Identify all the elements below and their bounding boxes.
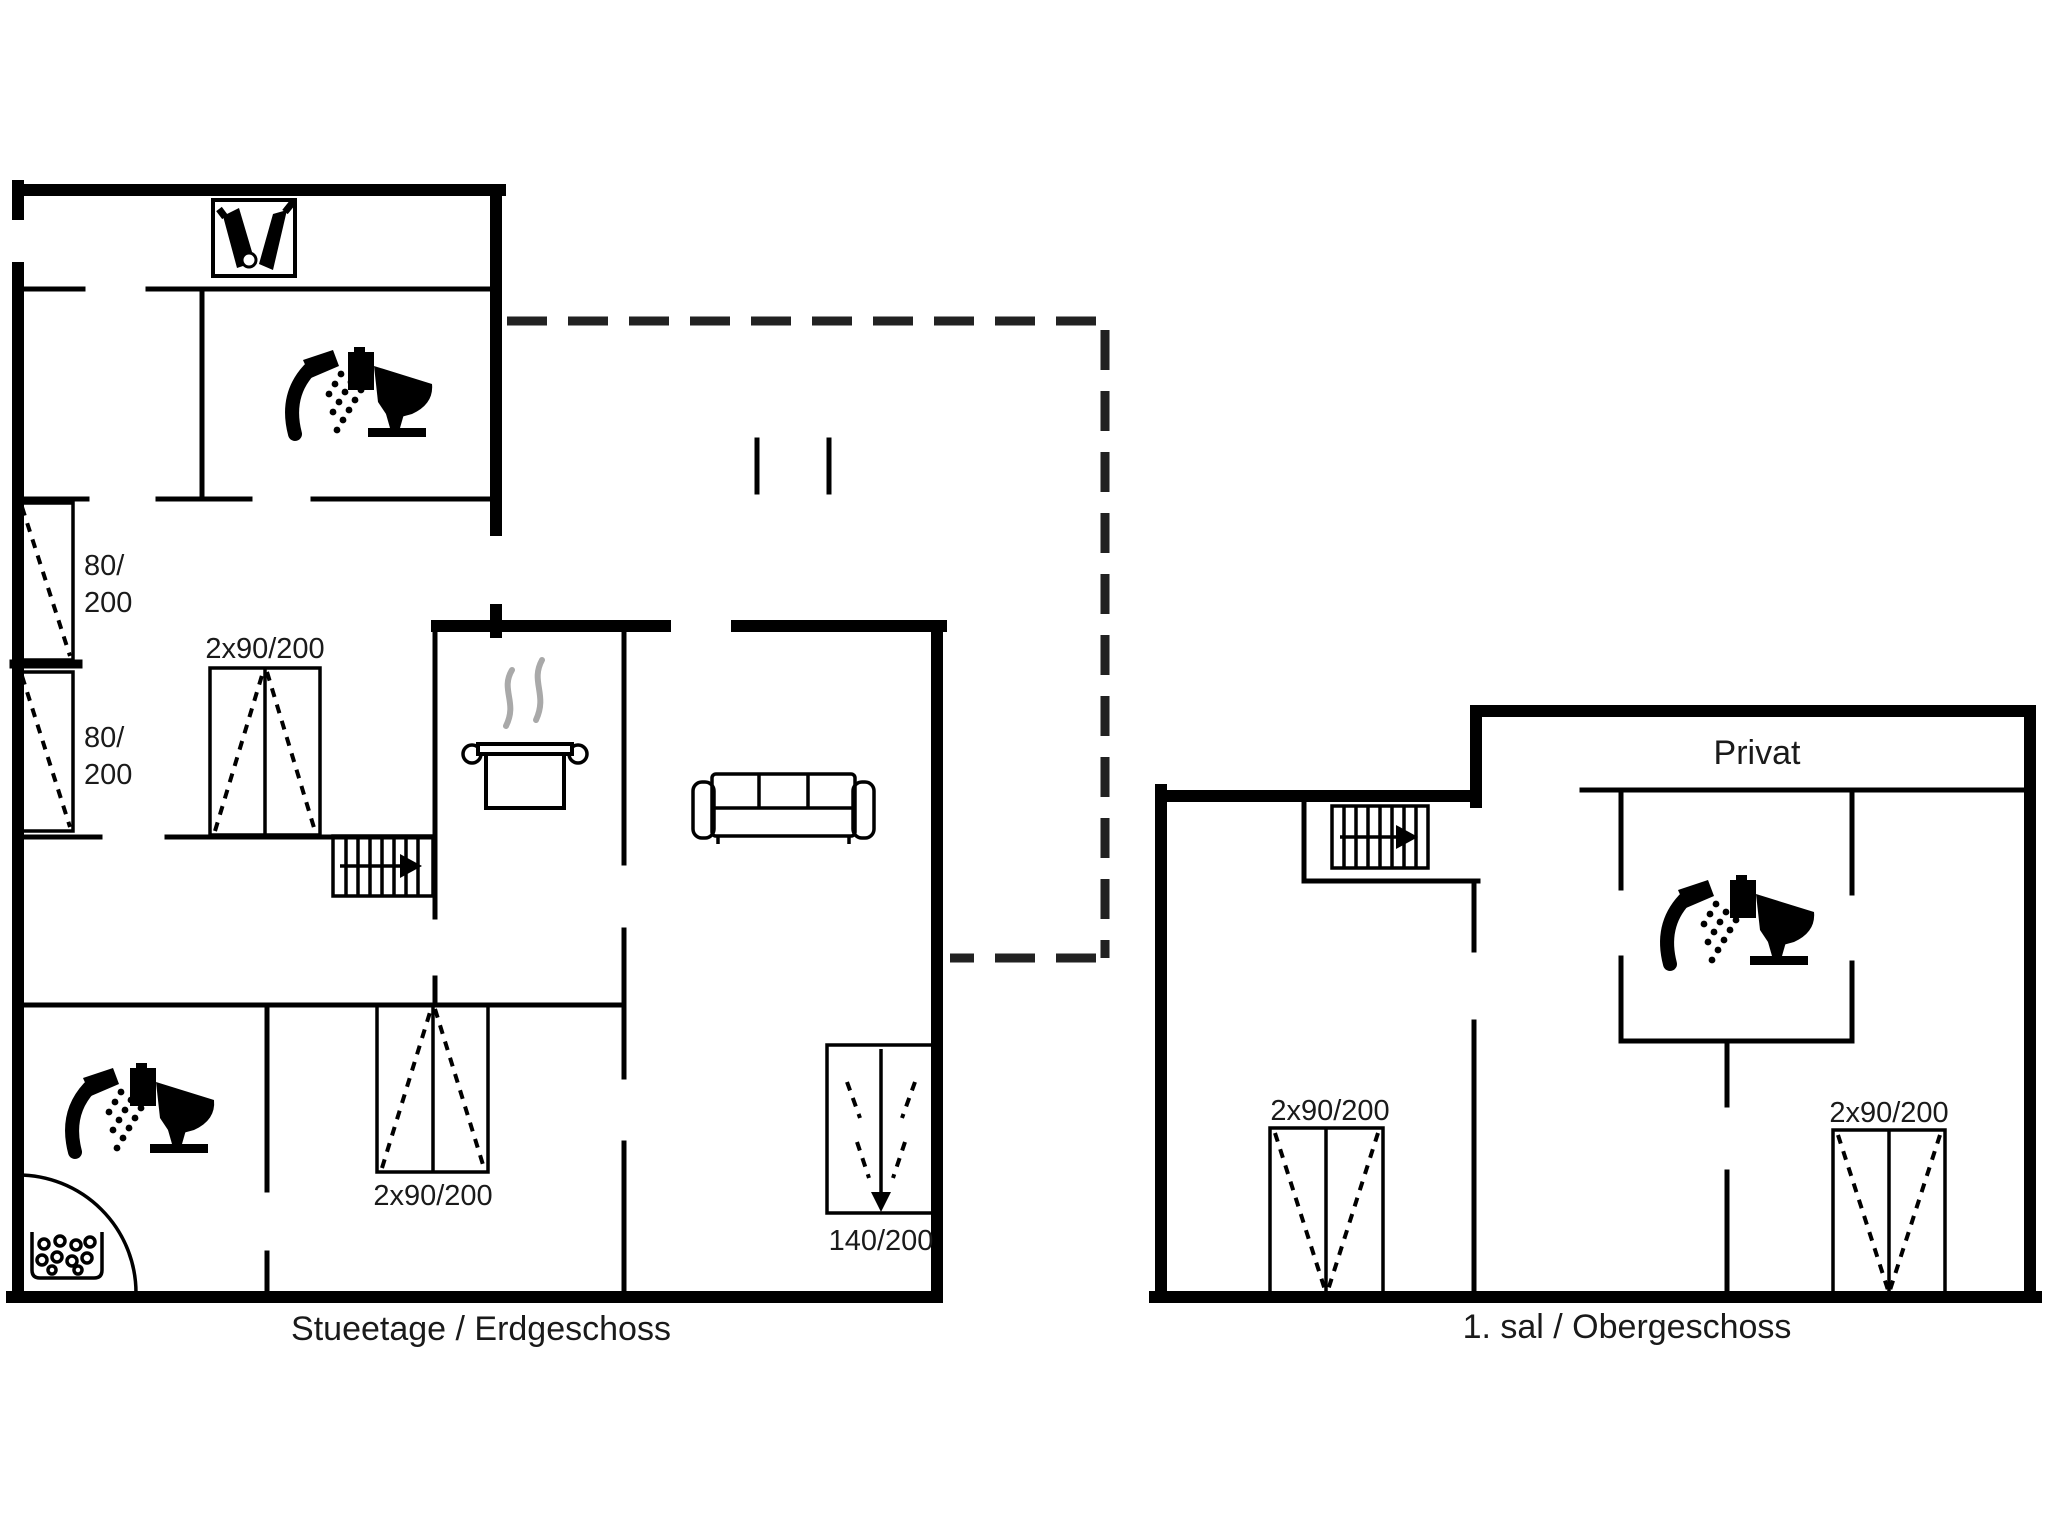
stairs-up-icon — [1330, 804, 1430, 870]
door-80x200-upper-height-label: 200 — [84, 587, 132, 619]
ground-floor-title: Stueetage / Erdgeschoss — [291, 1310, 671, 1348]
upper-interior-walls — [1301, 787, 2033, 1300]
stairs-up-icon — [331, 834, 435, 898]
corner-shower-arc — [17, 1173, 138, 1294]
door-80x200-upper-width-label: 80/ — [84, 550, 125, 582]
terrace-door-140x200 — [825, 1043, 937, 1215]
terrace-dashed-outline — [507, 316, 1110, 963]
wardrobe-hall — [208, 666, 322, 837]
wine-bottles-icon — [213, 200, 295, 276]
ground-exterior-walls — [6, 180, 947, 1303]
wardrobe-bedroom-label: 2x90/200 — [373, 1180, 492, 1212]
wardrobe-upper-left — [1268, 1126, 1385, 1297]
upper-exterior-walls — [1149, 705, 2042, 1303]
window-tick-marks — [754, 437, 832, 495]
door-80x200-upper — [18, 501, 75, 662]
privat-area-label: Privat — [1714, 734, 1801, 772]
washing-machine-icon — [30, 1230, 104, 1280]
door-80x200-lower — [18, 670, 75, 833]
door-80x200-lower-width-label: 80/ — [84, 722, 125, 754]
wardrobe-hall-label: 2x90/200 — [205, 633, 324, 665]
shower-icon — [1667, 880, 1739, 964]
door-80x200-lower-height-label: 200 — [84, 759, 132, 791]
upper-floor-plan: Privat 2x90/200 2x90/200 1. sal / Oberge… — [1149, 705, 2042, 1346]
ground-floor-plan: 80/ 200 80/ 200 2x90/200 2x90/200 — [6, 180, 1110, 1348]
wardrobe-upper-right — [1831, 1128, 1947, 1297]
wardrobe-bedroom — [375, 1003, 490, 1174]
ground-interior-walls — [15, 286, 627, 1300]
toilet-icon — [1730, 875, 1815, 965]
wardrobe-upper-left-label: 2x90/200 — [1270, 1095, 1389, 1127]
wardrobe-upper-right-label: 2x90/200 — [1829, 1097, 1948, 1129]
terrace-door-label: 140/200 — [829, 1225, 934, 1257]
upper-floor-title: 1. sal / Obergeschoss — [1463, 1308, 1792, 1346]
sofa-icon — [691, 772, 876, 844]
stove-pot-icon — [463, 660, 587, 808]
